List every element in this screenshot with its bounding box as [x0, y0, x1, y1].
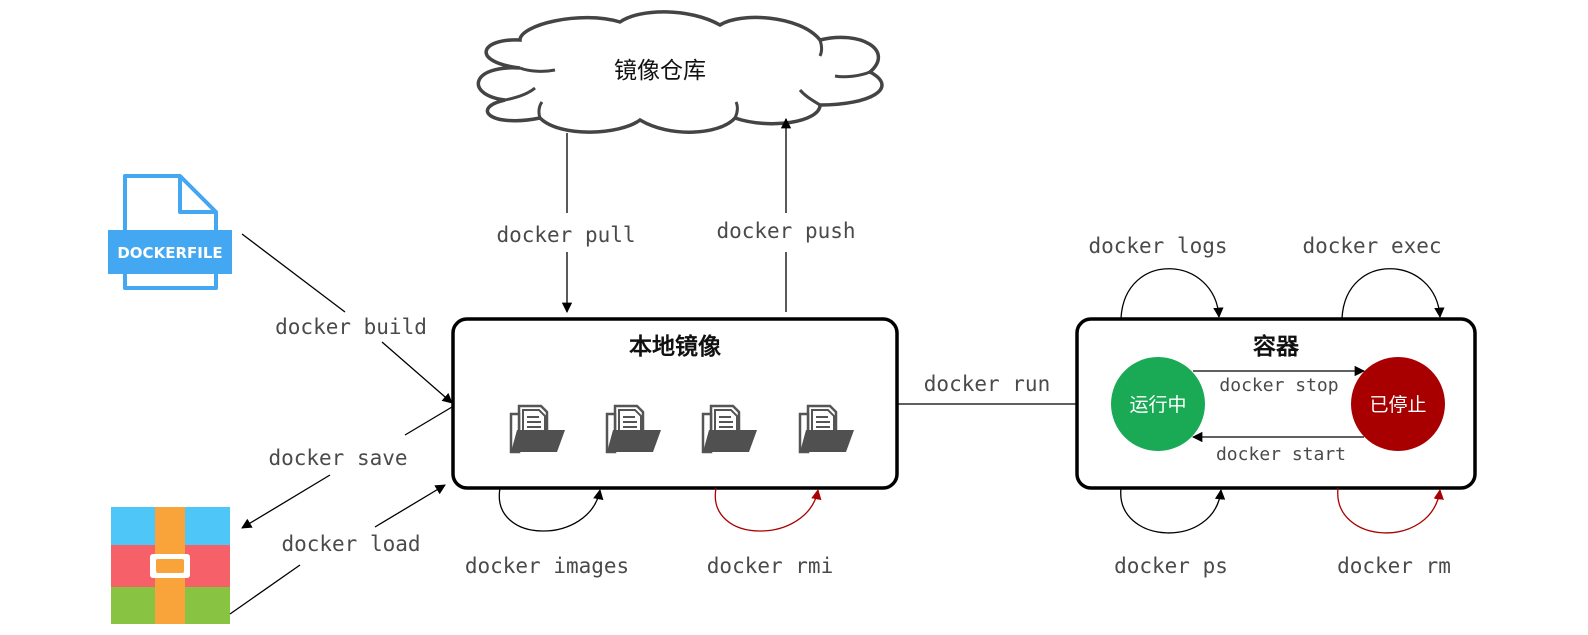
start-label: docker start [1216, 444, 1346, 465]
containers-box: 容器 运行中 已停止 docker stop docker start [1075, 317, 1477, 490]
exec-label: docker exec [1302, 234, 1441, 258]
local-images-box: 本地镜像 [451, 317, 899, 490]
rm-loop-arrow [1337, 487, 1444, 534]
stop-label: docker stop [1219, 375, 1338, 396]
images-label: docker images [465, 554, 629, 578]
save-label: docker save [268, 446, 407, 470]
archive-icon [111, 507, 230, 624]
run-label: docker run [924, 372, 1050, 396]
build-arrow-lower [381, 341, 453, 404]
build-arrow-upper [241, 233, 346, 313]
exec-loop-arrow [1341, 268, 1445, 319]
stopped-state [1351, 357, 1445, 451]
registry-label: 镜像仓库 [614, 58, 706, 84]
rmi-loop-arrow [714, 487, 822, 532]
registry-cloud: 镜像仓库 [476, 10, 884, 134]
dockerfile-label: DOCKERFILE [117, 244, 222, 262]
ps-loop-arrow [1120, 487, 1226, 534]
rm-label: docker rm [1337, 554, 1451, 578]
local-images-title: 本地镜像 [629, 333, 722, 360]
containers-title: 容器 [1253, 333, 1300, 360]
load-label: docker load [281, 532, 420, 556]
pull-label: docker pull [496, 223, 635, 247]
running-label: 运行中 [1129, 394, 1186, 416]
push-label: docker push [716, 219, 855, 243]
images-loop-arrow [498, 487, 604, 532]
running-state [1111, 357, 1205, 451]
dockerfile-icon: DOCKERFILE [108, 174, 232, 290]
save-arrow-upper [404, 406, 453, 436]
load-arrow-upper [374, 484, 446, 528]
stopped-label: 已停止 [1369, 394, 1426, 416]
save-arrow-lower [241, 474, 331, 529]
logs-label: docker logs [1088, 234, 1227, 258]
logs-loop-arrow [1120, 268, 1224, 319]
rmi-label: docker rmi [707, 554, 833, 578]
build-label: docker build [275, 315, 427, 339]
load-arrow-lower [229, 564, 301, 615]
ps-label: docker ps [1114, 554, 1228, 578]
